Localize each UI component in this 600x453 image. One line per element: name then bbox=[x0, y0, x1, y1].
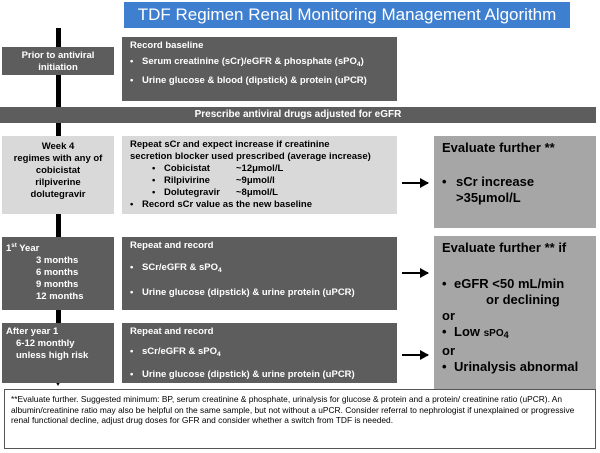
eval2-criterion-spo4: Low sPO4 bbox=[442, 324, 588, 343]
record-baseline-box: Record baseline Serum creatinine (sCr)/e… bbox=[122, 37, 397, 101]
eval2-criterion-egfr: eGFR <50 mL/min or declining bbox=[442, 276, 588, 308]
evaluate-further-box-2: Evaluate further ** if eGFR <50 mL/min o… bbox=[434, 236, 596, 389]
drug-row-dolutegravir: Dolutegravir~8μmol/L bbox=[152, 187, 389, 199]
eval1-criterion: sCr increase >35μmol/L bbox=[442, 174, 588, 206]
algorithm-title: TDF Regimen Renal Monitoring Management … bbox=[124, 2, 570, 28]
baseline-heading: Record baseline bbox=[130, 40, 204, 51]
after-year1-repeat-box: Repeat and record sCr/eGFR & sPO4 Urine … bbox=[122, 323, 397, 383]
drug-row-cobicistat: Cobicistat~12μmol/L bbox=[152, 163, 389, 175]
record-new-baseline: Record sCr value as the new baseline bbox=[130, 199, 389, 211]
stage-after-year1-label: After year 1 6-12 monthly unless high ri… bbox=[2, 323, 114, 383]
arrow-week4-to-eval bbox=[402, 178, 429, 188]
year1-item-scr: SCr/eGFR & sPO4 bbox=[130, 262, 389, 277]
evaluate-further-box-1: Evaluate further ** sCr increase >35μmol… bbox=[434, 136, 596, 228]
after-item-scr: sCr/eGFR & sPO4 bbox=[130, 346, 389, 361]
evaluation-footnote: **Evaluate further. Suggested minimum: B… bbox=[4, 389, 596, 449]
stage-week4-label: Week 4 regimes with any of cobicistat ri… bbox=[2, 136, 114, 214]
eval2-criterion-urinalysis: Urinalysis abnormal bbox=[442, 359, 588, 375]
arrow-after-to-eval bbox=[402, 350, 429, 360]
week4-repeat-box: Repeat sCr and expect increase if creati… bbox=[122, 136, 397, 214]
stage-year1-label: 1st Year 3 months 6 months 9 months 12 m… bbox=[2, 237, 114, 310]
year1-repeat-box: Repeat and record SCr/eGFR & sPO4 Urine … bbox=[122, 237, 397, 310]
eval1-heading: Evaluate further ** bbox=[442, 140, 555, 155]
drug-row-rilpivirine: Rilpivirine~9μmol/l bbox=[152, 175, 389, 187]
eval2-heading: Evaluate further ** if bbox=[442, 240, 567, 255]
after-item-urine: Urine glucose (dipstick) & urine protein… bbox=[130, 369, 389, 381]
year1-item-urine: Urine glucose (dipstick) & urine protein… bbox=[130, 287, 389, 299]
stage-prior-label: Prior to antiviral initiation bbox=[2, 47, 114, 75]
after-heading: Repeat and record bbox=[130, 326, 214, 337]
year1-heading: Repeat and record bbox=[130, 240, 214, 251]
baseline-item-serum: Serum creatinine (sCr)/eGFR & phosphate … bbox=[130, 56, 389, 71]
prescribe-banner: Prescribe antiviral drugs adjusted for e… bbox=[0, 107, 596, 123]
baseline-item-urine: Urine glucose & blood (dipstick) & prote… bbox=[130, 75, 389, 87]
arrow-year1-to-eval bbox=[402, 268, 429, 278]
